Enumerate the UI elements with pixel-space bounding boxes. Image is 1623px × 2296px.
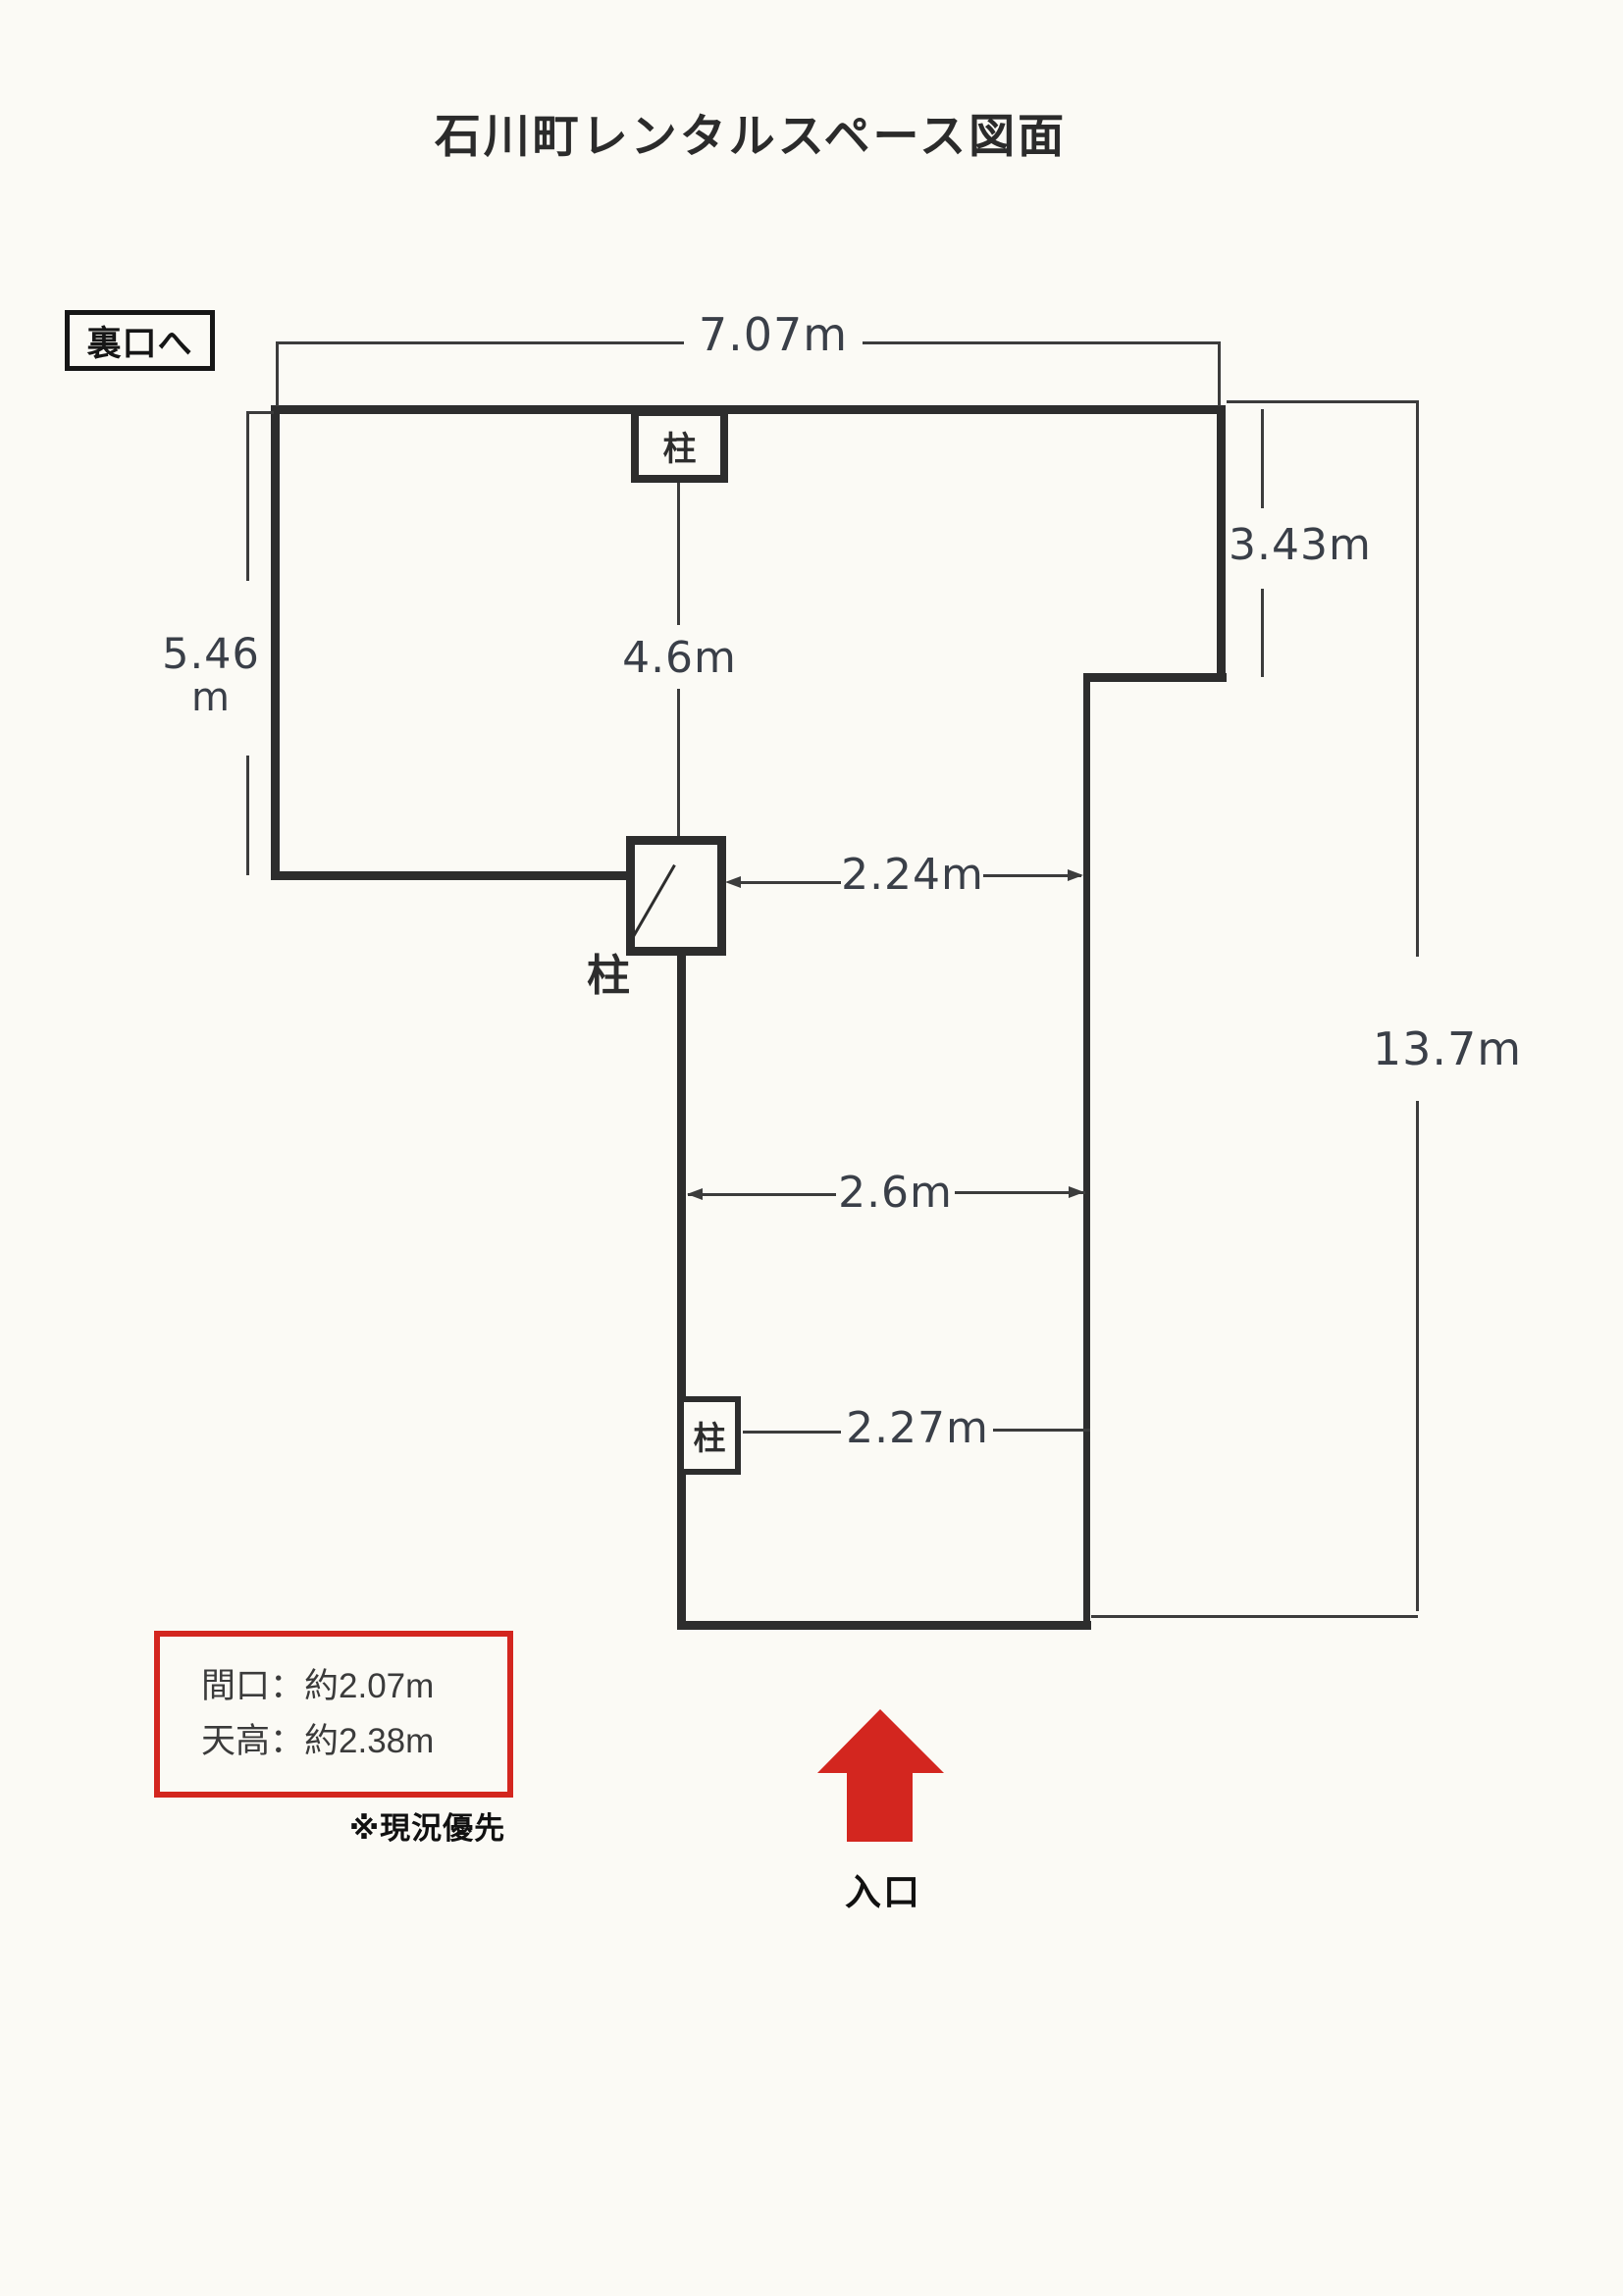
dim-center-height-label: 4.6m [622,633,737,683]
dim-top-line-right [863,341,1221,344]
spec-ceiling: 天高：約2.38m [201,1722,435,1760]
dim-center-line-lower [677,689,680,836]
spec-frontage: 間口：約2.07m [201,1667,435,1705]
upper-right-wall [1217,405,1226,682]
dim-total-connector [1227,400,1418,403]
corridor-left-wall [677,948,686,1630]
dim-left-line-upper [246,412,249,581]
dim-passage-label: 2.24m [841,850,984,900]
dim-total-line-upper [1416,400,1419,957]
dim-corridor-arrow-right [1069,1186,1084,1198]
dim-left-tick-top [246,411,274,414]
dim-passage-line-right [983,874,1081,877]
bottom-extension-line [1091,1615,1418,1618]
dim-top-line-left [276,341,684,344]
dim-left-height-unit: m [191,675,231,721]
dim-upper-right-line-bottom [1261,589,1264,677]
pillar-middle [626,836,726,956]
pillar-lower: 柱 [678,1396,741,1475]
dim-left-height-value: 5.46 [162,630,260,679]
dim-upper-right-label: 3.43m [1229,520,1372,570]
dim-corridor-arrow-left [687,1188,703,1200]
current-state-note: ※現況優先 [349,1811,506,1846]
corridor-right-wall [1083,673,1090,1630]
entrance-label: 入口 [845,1872,921,1912]
dim-top-width-label: 7.07m [698,308,849,361]
back-exit-text: 裏口へ [86,324,193,363]
dim-upper-right-line-top [1261,409,1264,508]
pillar-top-label: 柱 [662,430,697,468]
dim-top-riser-right [1218,341,1221,406]
bottom-wall [677,1621,1091,1630]
pillar-top: 柱 [631,408,728,483]
left-room-bottom-wall [271,871,633,880]
dim-total-label: 13.7m [1372,1022,1523,1075]
spec-info-box: 間口：約2.07m 天高：約2.38m [154,1631,513,1798]
page-title: 石川町レンタルスペース図面 [434,110,1068,162]
entrance-arrow-icon [817,1709,944,1842]
dim-total-line-lower [1416,1101,1419,1611]
back-exit-label: 裏口へ [65,310,215,371]
dim-center-line-upper [677,483,680,625]
top-wall [271,405,1225,414]
dim-left-line-lower [246,756,249,875]
dim-lower-line-right [993,1429,1090,1432]
dim-lower-line-left [743,1431,841,1434]
step-wall [1083,673,1227,682]
dim-left-height-label: 5.46 m [157,630,265,721]
dim-top-riser-left [276,341,279,406]
dim-corridor-label: 2.6m [838,1168,953,1218]
dim-passage-arrow-left [725,876,741,888]
dim-lower-label: 2.27m [846,1403,989,1453]
dim-passage-arrow-right [1068,869,1083,881]
pillar-middle-label: 柱 [587,952,630,1000]
left-wall [271,405,280,880]
dim-passage-line-left [731,881,841,884]
dim-corridor-line-left [688,1193,836,1196]
pillar-lower-label: 柱 [693,1420,726,1456]
dim-corridor-line-right [955,1191,1085,1194]
